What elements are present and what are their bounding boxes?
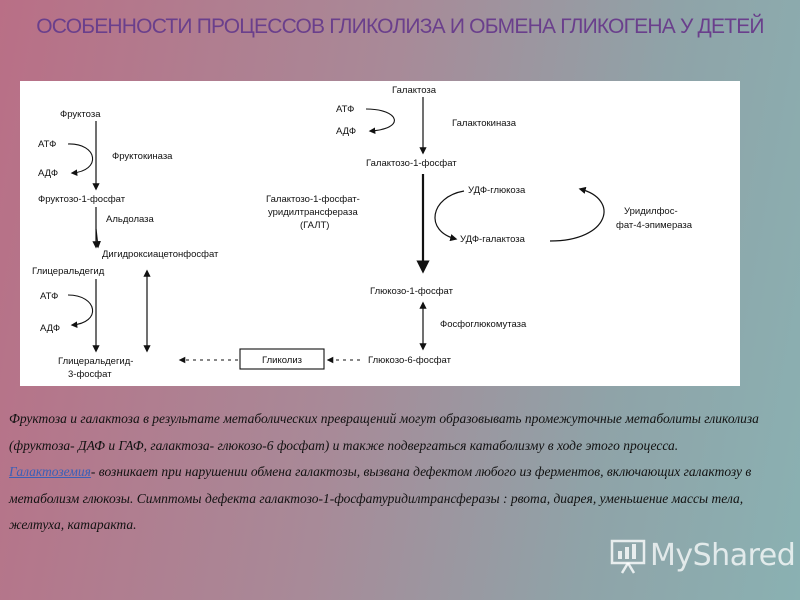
atp-label-1: АТФ [38,139,56,150]
galt-label-line1: Галактозо-1-фосфат- [266,194,360,205]
aldolase-arrow-2 [93,228,101,249]
atp-adp-curve-3 [365,108,395,134]
adp-label-1: АДФ [38,168,58,179]
glycolysis-box [239,348,325,370]
glucose-1-phosphate-label: Глюкозо-1-фосфат [370,286,454,297]
epimerase-curve [549,186,605,242]
galt-label-line2: уридилтрансфераза [268,207,358,218]
adp-label-3: АДФ [336,126,356,137]
atp-label-3: АТФ [336,104,354,115]
adp-label-2: АДФ [40,323,60,334]
paragraph-2: Галактоземия- возникает при нарушении об… [9,459,794,539]
atp-adp-curve-2 [67,294,94,328]
atp-adp-curve-1 [67,143,94,176]
slide-title: ОСОБЕННОСТИ ПРОЦЕССОВ ГЛИКОЛИЗА И ОБМЕНА… [36,15,764,38]
galactose-1-phosphate-label: Галактозо-1-фосфат [366,158,457,169]
phosphoglucomutase-label: Фосфоглюкомутаза [440,319,527,330]
galactokinase-label: Галактокиназа [452,118,517,129]
epimerase-label-line1: Уридилфос- [624,206,678,217]
watermark-text: MyShared [650,538,796,573]
metabolism-diagram: Фруктоза АТФ АДФ Фруктокиназа Фруктозо-1… [20,81,740,386]
description-text: Фруктоза и галактоза в результате метабо… [9,406,794,539]
galactose-label: Галактоза [392,85,437,96]
udp-galactose-label: УДФ-галактоза [460,234,526,245]
myshared-watermark: MyShared [608,536,796,576]
glycolysis-label: Гликолиз [262,355,302,366]
glucose-6-phosphate-label: Глюкозо-6-фосфат [368,355,452,366]
diagram-svg: Фруктоза АТФ АДФ Фруктокиназа Фруктозо-1… [32,85,693,380]
epimerase-label-line2: фат-4-эпимераза [616,220,693,231]
presentation-icon [610,539,646,574]
paragraph-1: Фруктоза и галактоза в результате метабо… [9,411,759,453]
paragraph-2-text: - возникает при нарушении обмена галакто… [9,464,752,532]
g3p-label-line1: Глицеральдегид- [58,356,133,367]
udp-glucose-label: УДФ-глюкоза [468,185,526,196]
dhap-label: Дигидроксиацетонфосфат [102,249,219,260]
fructose-1-phosphate-label: Фруктозо-1-фосфат [38,194,126,205]
galactosemia-link[interactable]: Галактоземия [9,464,91,479]
glyceraldehyde-label: Глицеральдегид [32,266,105,277]
galt-label-line3: (ГАЛТ) [300,220,329,231]
udp-exchange-curve [434,190,465,242]
aldolase-label: Альдолаза [106,214,155,225]
fructose-label: Фруктоза [60,109,101,120]
fructokinase-label: Фруктокиназа [112,151,173,162]
g3p-label-line2: 3-фосфат [68,369,112,380]
atp-label-2: АТФ [40,291,58,302]
